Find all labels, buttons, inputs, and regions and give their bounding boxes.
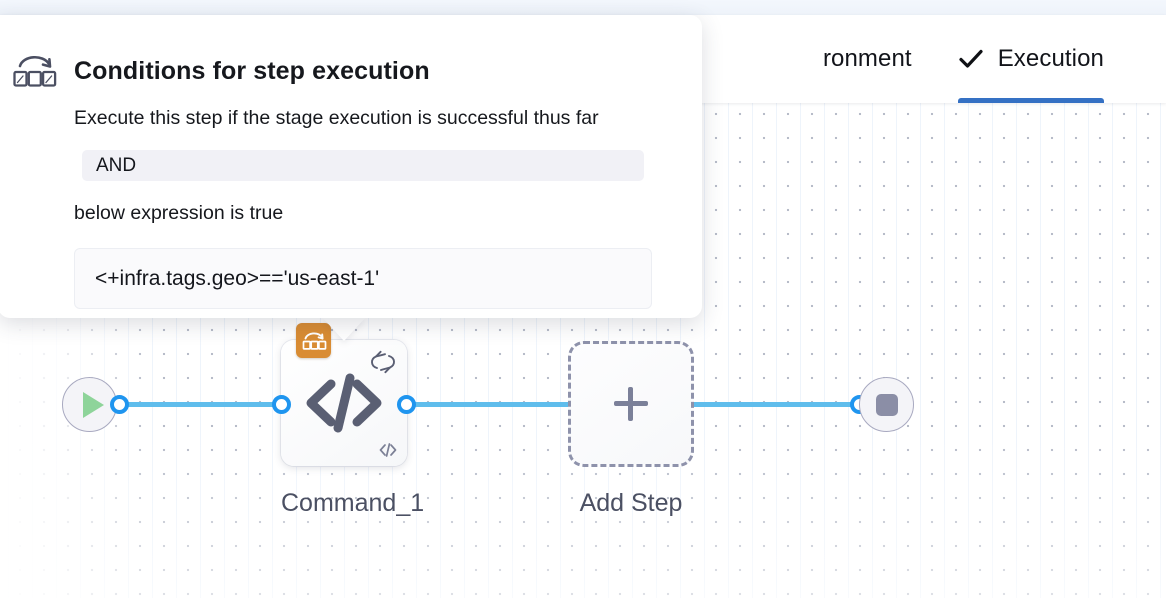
step-node-command-1[interactable] — [281, 323, 407, 466]
popover-description: Execute this step if the stage execution… — [74, 107, 599, 129]
popover-tail — [322, 317, 366, 341]
tab-execution-label: Execution — [997, 45, 1104, 72]
tab-environment[interactable]: ronment — [823, 15, 912, 103]
conditional-execution-icon — [12, 51, 58, 91]
condition-operator-value: AND — [96, 154, 137, 176]
tab-execution[interactable]: Execution — [957, 15, 1104, 103]
start-node[interactable] — [62, 377, 117, 432]
link-start-to-command — [110, 402, 290, 407]
expression-label: below expression is true — [74, 202, 284, 224]
end-node[interactable] — [859, 377, 914, 432]
stop-icon — [875, 393, 898, 416]
canvas-top-tint — [0, 0, 1166, 15]
loop-retry-icon — [367, 346, 399, 378]
add-step-button[interactable] — [568, 341, 694, 467]
tab-active-indicator — [957, 98, 1104, 103]
tab-bar: ronment Execution — [0, 15, 1166, 103]
step-node-label-command-1: Command_1 — [281, 489, 425, 517]
conditions-popover: Conditions for step execution Execute th… — [0, 15, 702, 318]
play-icon — [82, 391, 104, 418]
add-step-label: Add Step — [579, 489, 683, 517]
link-command-to-addstep — [400, 402, 575, 407]
tab-environment-label: ronment — [822, 45, 912, 72]
command-1-input-port[interactable] — [272, 395, 291, 414]
plus-icon — [614, 387, 648, 421]
expression-input[interactable]: <+infra.tags.geo>=='us-east-1' — [74, 248, 652, 309]
popover-title: Conditions for step execution — [74, 57, 430, 85]
code-icon — [281, 340, 407, 466]
start-node-output-port[interactable] — [110, 395, 129, 414]
check-icon — [958, 46, 984, 72]
link-addstep-to-end — [690, 402, 868, 407]
command-1-output-port[interactable] — [397, 395, 416, 414]
condition-operator-field[interactable]: AND — [82, 150, 644, 181]
expression-value: <+infra.tags.geo>=='us-east-1' — [95, 266, 380, 290]
code-tag-icon — [378, 440, 398, 460]
